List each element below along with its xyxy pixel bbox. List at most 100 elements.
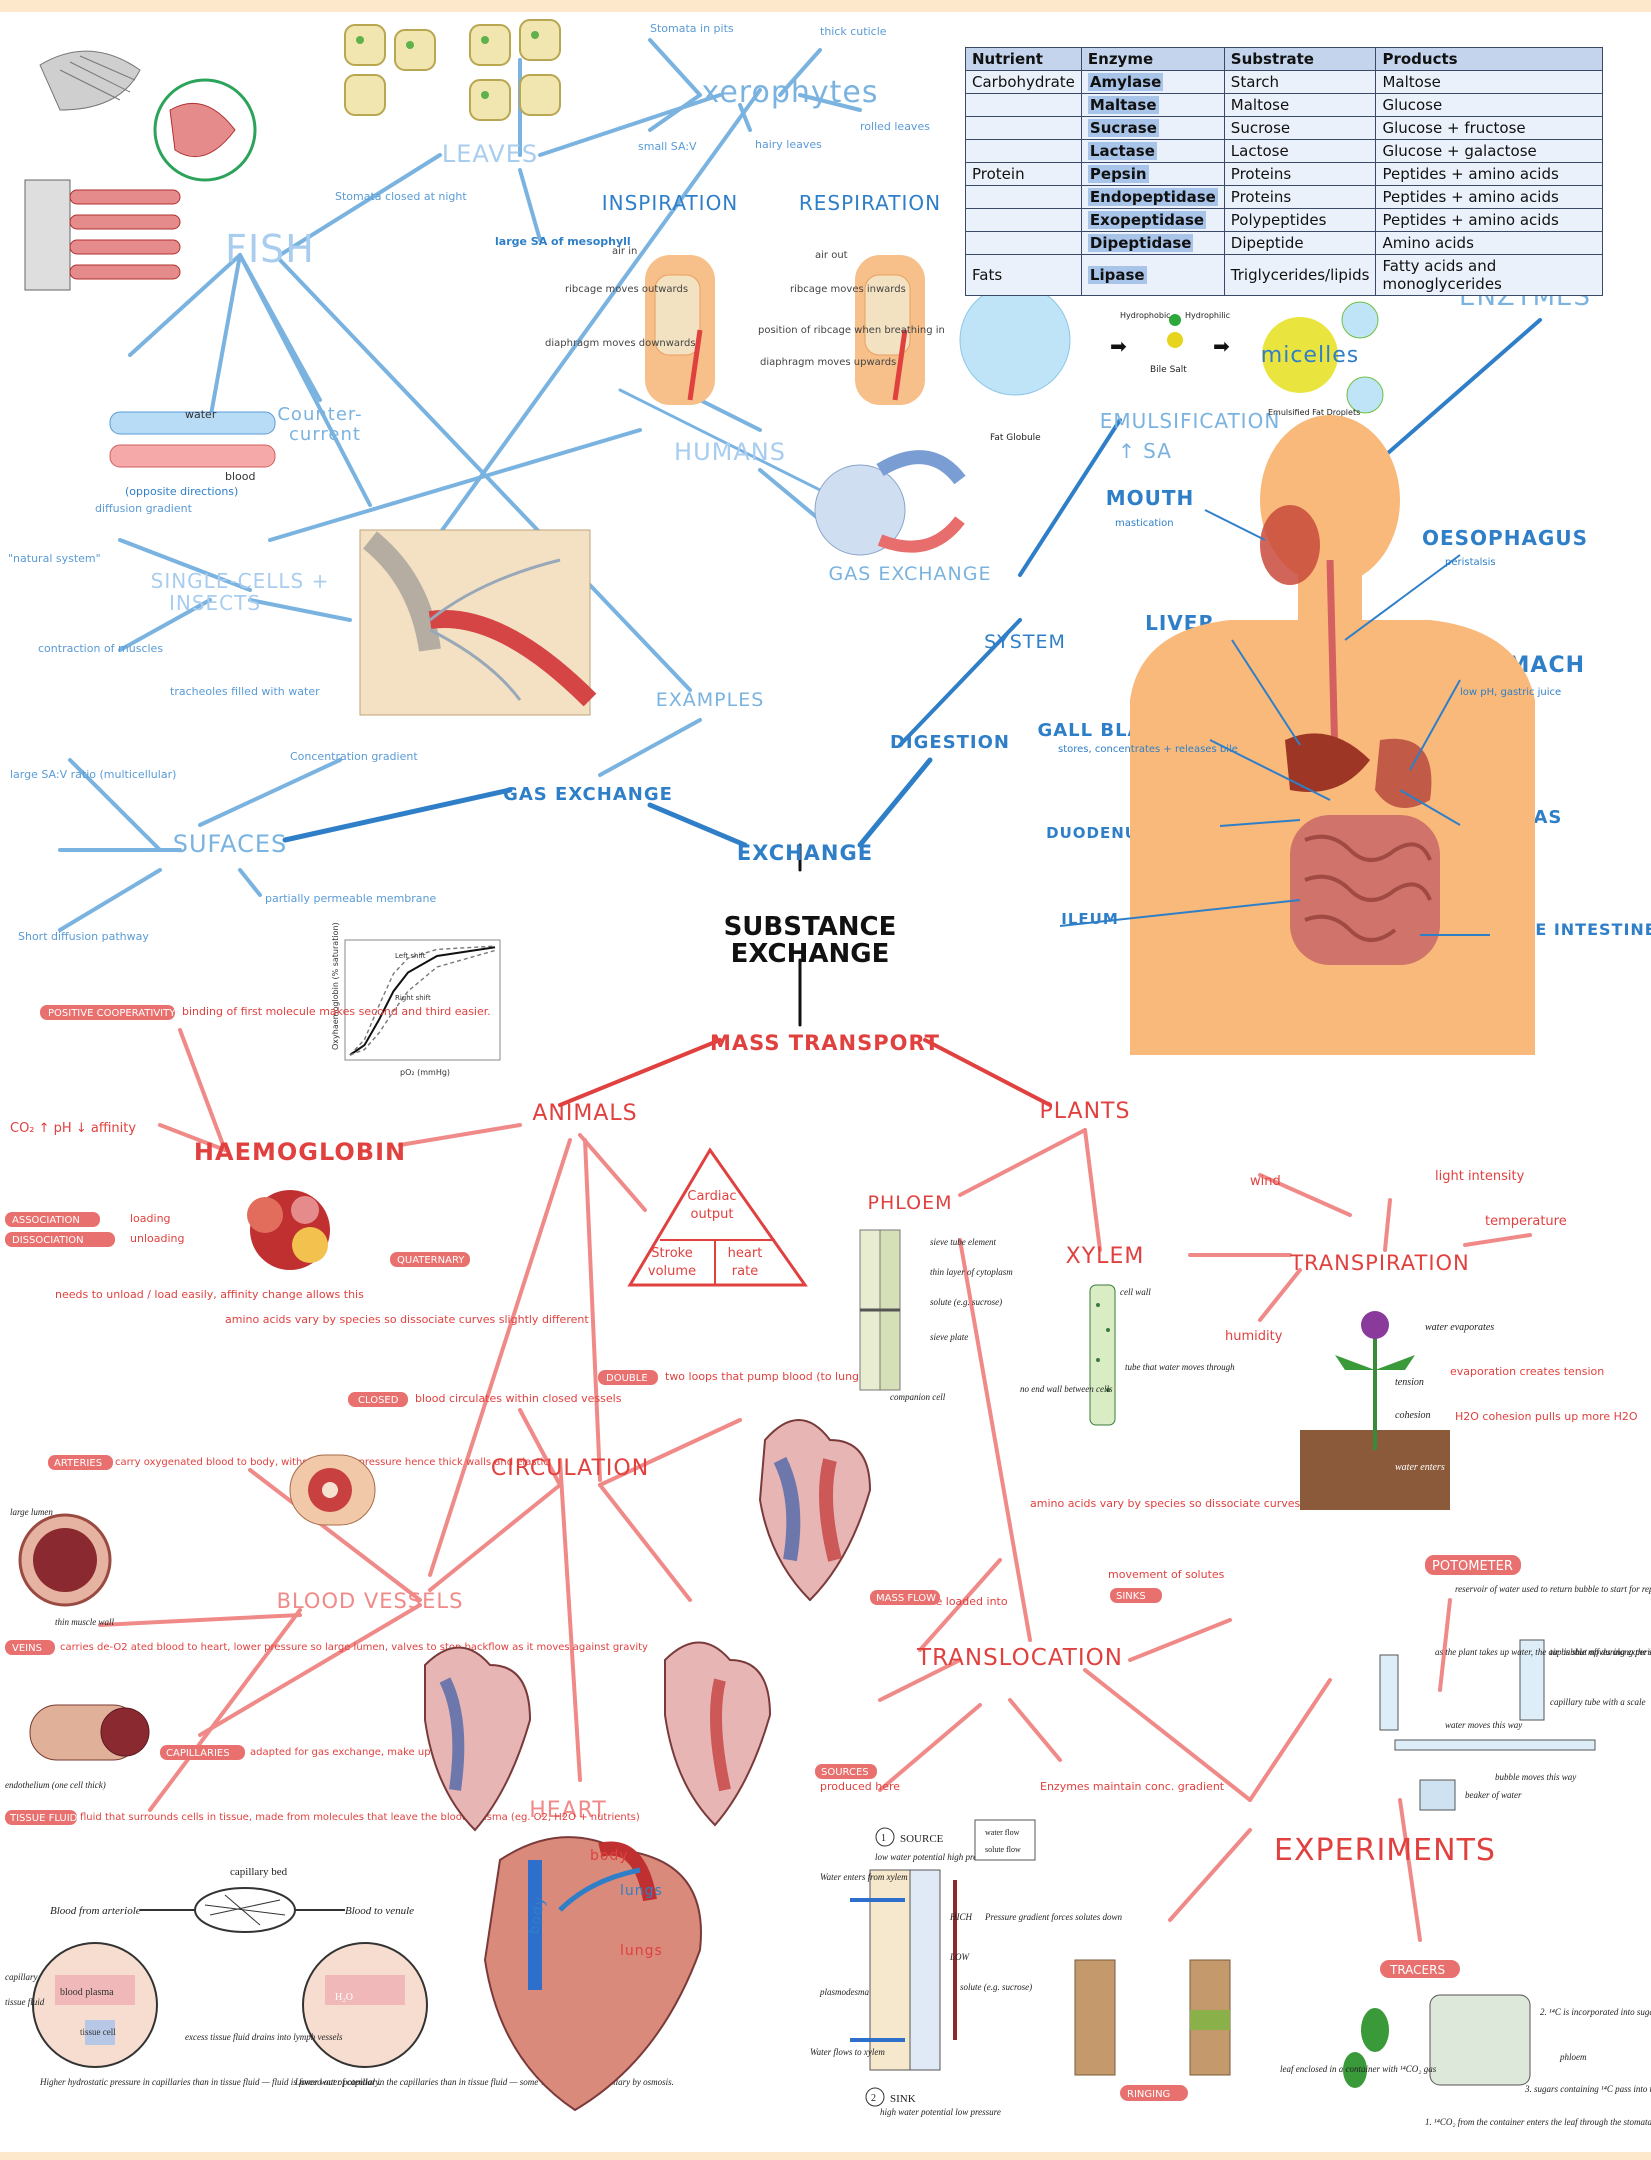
label-cohesion: cohesion bbox=[1395, 1410, 1431, 1421]
cell-substrate: Polypeptides bbox=[1224, 209, 1376, 232]
label-sink-note: high water potential low pressure bbox=[880, 2107, 1001, 2117]
cell-products: Amino acids bbox=[1376, 232, 1603, 255]
nutrient-enzyme-table: Nutrient Enzyme Substrate Products Carbo… bbox=[965, 47, 1603, 296]
label-capillary-bed: capillary bed bbox=[230, 1866, 288, 1878]
label-blood-to: Blood to venule bbox=[345, 1905, 414, 1917]
cell-nutrient bbox=[966, 232, 1082, 255]
cell-nutrient: Fats bbox=[966, 255, 1082, 296]
node-xylem: XYLEM bbox=[1066, 1244, 1145, 1269]
label-tracer-3: 3. sugars containing ¹⁴C pass into the p… bbox=[1524, 2084, 1651, 2094]
label-companion-cell: companion cell bbox=[890, 1392, 946, 1402]
note-rolled-leaves: rolled leaves bbox=[860, 120, 930, 133]
node-fish: FISH bbox=[225, 227, 315, 271]
tag-veins: VEINS bbox=[12, 1643, 42, 1654]
chart-xlabel: pO₂ (mmHg) bbox=[400, 1068, 450, 1077]
arrow-2: ➡ bbox=[1213, 334, 1230, 358]
label-sieve-plate: sieve plate bbox=[930, 1332, 968, 1342]
label-blood-from: Blood from arteriole bbox=[50, 1905, 141, 1917]
label-lungs-out: lungs bbox=[620, 1883, 663, 1899]
label-pressure-gradient: Pressure gradient forces solutes down bbox=[984, 1912, 1122, 1922]
node-oesophagus: OESOPHAGUS bbox=[1422, 526, 1588, 550]
cell-substrate: Starch bbox=[1224, 71, 1376, 94]
tag-tracers: TRACERS bbox=[1389, 1963, 1445, 1977]
label-bile-salt: Bile Salt bbox=[1150, 365, 1187, 375]
label-micelles: micelles bbox=[1261, 343, 1359, 368]
tag-dissociation: DISSOCIATION bbox=[12, 1235, 84, 1246]
cell-products: Fatty acids and monoglycerides bbox=[1376, 255, 1603, 296]
tag-mass-flow: MASS FLOW bbox=[876, 1593, 936, 1604]
label-hydrophilic: Hydrophilic bbox=[1185, 311, 1230, 320]
note-stomach: low pH, gastric juice bbox=[1460, 687, 1561, 698]
cell-substrate: Proteins bbox=[1224, 163, 1376, 186]
note-sources: produced here bbox=[820, 1780, 900, 1793]
tag-double: DOUBLE bbox=[606, 1373, 648, 1384]
note-light: light intensity bbox=[1435, 1169, 1525, 1184]
table-row: LactaseLactoseGlucose + galactose bbox=[966, 140, 1603, 163]
note-cohesion: H2O cohesion pulls up more H2O bbox=[1455, 1410, 1638, 1423]
cell-enzyme: Lactase bbox=[1081, 140, 1224, 163]
label-solute-flow: solute flow bbox=[985, 1845, 1021, 1854]
heart-diagrams: body body lungs lungs bbox=[425, 1420, 870, 2110]
cardiac-output-triangle: Cardiac output Stroke volume heart rate bbox=[630, 1150, 805, 1285]
label-large-lumen: large lumen bbox=[10, 1507, 53, 1517]
capillary-illustration: endothelium (one cell thick) bbox=[5, 1705, 149, 1790]
node-mouth: MOUTH bbox=[1106, 486, 1195, 510]
tag-association: ASSOCIATION bbox=[12, 1215, 80, 1226]
note-amino-acids: amino acids vary by species so dissociat… bbox=[225, 1313, 589, 1326]
label-tissue-cell: tissue cell bbox=[80, 2027, 116, 2037]
note-stomata-pits: Stomata in pits bbox=[650, 22, 734, 35]
cell-enzyme: Endopeptidase bbox=[1081, 186, 1224, 209]
counter-current-diagram: water blood (opposite directions) bbox=[110, 408, 275, 498]
leaf-cells-illustration bbox=[345, 20, 560, 120]
node-respiration: RESPIRATION bbox=[799, 191, 941, 215]
header-nutrient: Nutrient bbox=[966, 48, 1082, 71]
cell-nutrient bbox=[966, 209, 1082, 232]
node-exchange: EXCHANGE bbox=[737, 841, 873, 865]
cell-enzyme: Dipeptidase bbox=[1081, 232, 1224, 255]
table-header-row: Nutrient Enzyme Substrate Products bbox=[966, 48, 1603, 71]
cell-products: Maltose bbox=[1376, 71, 1603, 94]
tag-arteries: ARTERIES bbox=[54, 1458, 102, 1469]
cell-products: Peptides + amino acids bbox=[1376, 186, 1603, 209]
digestive-system-illustration bbox=[1130, 415, 1535, 1055]
note-large-sav: large SA:V ratio (multicellular) bbox=[10, 768, 176, 781]
label-diaphragm-down: diaphragm moves downwards bbox=[545, 338, 696, 349]
label-source-num: 1 bbox=[881, 1833, 886, 1844]
tag-capillaries: CAPILLARIES bbox=[166, 1748, 230, 1759]
potometer-apparatus: reservoir of water used to return bubble… bbox=[1380, 1584, 1651, 1810]
label-ribcage-position: position of ribcage when breathing in bbox=[758, 325, 945, 336]
chart-ylabel: Oxyhaemoglobin (% saturation) bbox=[331, 922, 340, 1050]
label-tissue-fluid: tissue fluid bbox=[5, 1997, 45, 2007]
tag-sources: SOURCES bbox=[821, 1767, 869, 1778]
label-water-enters: water enters bbox=[1395, 1462, 1445, 1473]
chart-right-shift: Right shift bbox=[395, 994, 431, 1002]
enzyme-name: Maltase bbox=[1088, 96, 1159, 114]
note-contraction-muscles: contraction of muscles bbox=[38, 642, 163, 655]
note-tracheoles-water: tracheoles filled with water bbox=[170, 685, 320, 698]
tag-pills: POSITIVE COOPERATIVITY ASSOCIATION DISSO… bbox=[5, 1005, 1521, 2101]
note-tension: evaporation creates tension bbox=[1450, 1365, 1604, 1378]
note-needs-unload: needs to unload / load easily, affinity … bbox=[55, 1288, 364, 1301]
label-blood-plasma: blood plasma bbox=[60, 1987, 114, 1998]
node-inspiration: INSPIRATION bbox=[602, 191, 739, 215]
tag-quaternary: QUATERNARY bbox=[397, 1255, 465, 1266]
note-hairy-leaves: hairy leaves bbox=[755, 138, 822, 151]
label-solute-sucrose: solute (e.g. sucrose) bbox=[960, 1982, 1032, 1992]
label-plasmodesma: plasmodesma bbox=[819, 1987, 869, 1997]
label-emulsified: Emulsified Fat Droplets bbox=[1268, 408, 1360, 417]
node-digestion: DIGESTION bbox=[890, 732, 1010, 753]
label-air-in: air in bbox=[612, 246, 637, 257]
label-thin-cytoplasm: thin layer of cytoplasm bbox=[930, 1267, 1013, 1277]
node-humans: HUMANS bbox=[674, 438, 786, 466]
node-phloem: PHLOEM bbox=[867, 1192, 952, 1214]
cell-substrate: Lactose bbox=[1224, 140, 1376, 163]
label-beaker: beaker of water bbox=[1465, 1790, 1522, 1800]
label-output: output bbox=[691, 1207, 734, 1222]
label-opposite: (opposite directions) bbox=[125, 485, 238, 498]
cell-substrate: Dipeptide bbox=[1224, 232, 1376, 255]
enzyme-name: Sucrase bbox=[1088, 119, 1159, 137]
